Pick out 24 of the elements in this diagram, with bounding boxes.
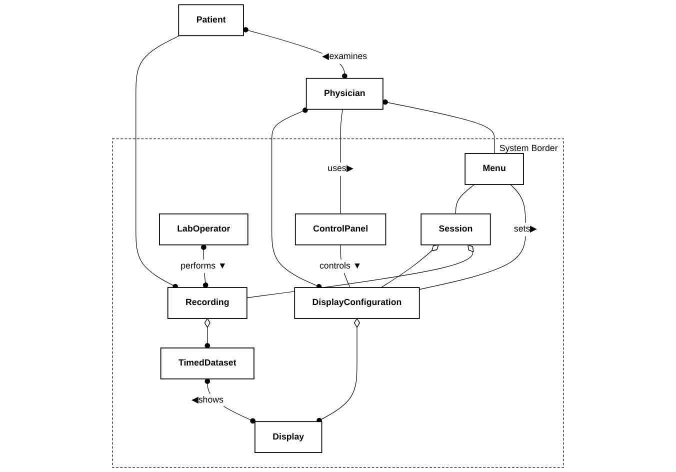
connector [316,318,360,424]
connector [455,184,475,214]
connector [272,108,322,290]
node-box: LabOperator [159,213,248,246]
node-box: Menu [464,153,524,185]
node-box: Session [420,213,491,246]
connector [382,99,495,154]
connector [136,35,180,290]
node-box: Recording [167,287,248,319]
node-box: Patient [178,4,244,36]
node-box: ControlPanel [294,213,386,246]
node-box: Physician [306,78,384,110]
connector [204,318,210,348]
node-box: DisplayConfiguration [294,287,420,319]
edge-label: performs ▼ [180,260,227,271]
edge-label: sets▶ [514,224,538,234]
edge-label: ◀examines [322,52,368,62]
node-box: Display [254,421,322,453]
edge-label: uses▶ [328,164,354,174]
node-box: TimedDataset [160,348,254,380]
edge-label: ◀shows [191,394,224,405]
edge-label: controls ▼ [319,260,362,271]
connector [380,244,439,288]
connector [419,184,526,290]
